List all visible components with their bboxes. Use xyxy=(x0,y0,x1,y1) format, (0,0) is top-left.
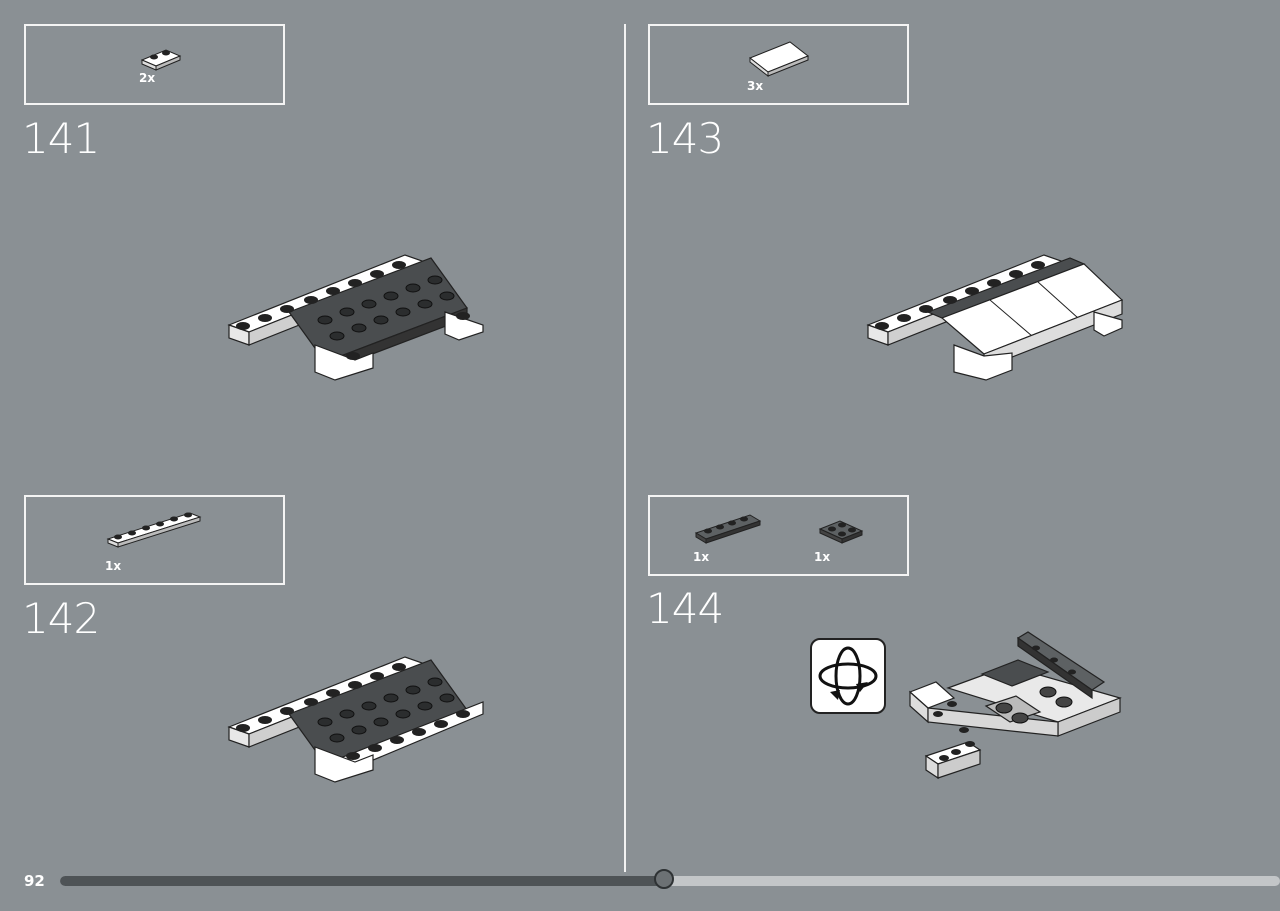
model-assembly xyxy=(227,254,484,381)
part-plate-2x2-dark-gray xyxy=(818,520,864,544)
progress-bar[interactable] xyxy=(60,869,1280,889)
part-quantity: 1x xyxy=(814,550,831,564)
parts-callout: 3x xyxy=(648,24,909,105)
page-number: 92 xyxy=(24,872,45,890)
part-quantity: 1x xyxy=(693,550,710,564)
part-plate-1x4-dark-gray xyxy=(694,514,762,544)
parts-callout: 1x xyxy=(24,495,285,585)
rotate-model-icon xyxy=(810,638,886,714)
parts-callout: 2x xyxy=(24,24,285,105)
progress-handle[interactable] xyxy=(654,869,674,889)
model-assembly xyxy=(908,631,1122,780)
step-number: 144 xyxy=(646,584,724,633)
step-number: 143 xyxy=(646,114,724,163)
part-plate-1x6-white xyxy=(106,512,202,548)
parts-callout: 1x 1x xyxy=(648,495,909,576)
progress-fill xyxy=(60,876,664,886)
part-tile-2x4-white xyxy=(749,41,809,78)
model-assembly xyxy=(866,254,1124,381)
part-quantity: 3x xyxy=(747,79,764,93)
step-number: 142 xyxy=(22,594,100,643)
part-quantity: 1x xyxy=(105,559,122,573)
page-divider xyxy=(624,24,626,872)
part-plate-1x2-white xyxy=(140,49,182,71)
part-quantity: 2x xyxy=(139,71,156,85)
model-assembly xyxy=(227,656,484,783)
step-number: 141 xyxy=(22,114,100,163)
